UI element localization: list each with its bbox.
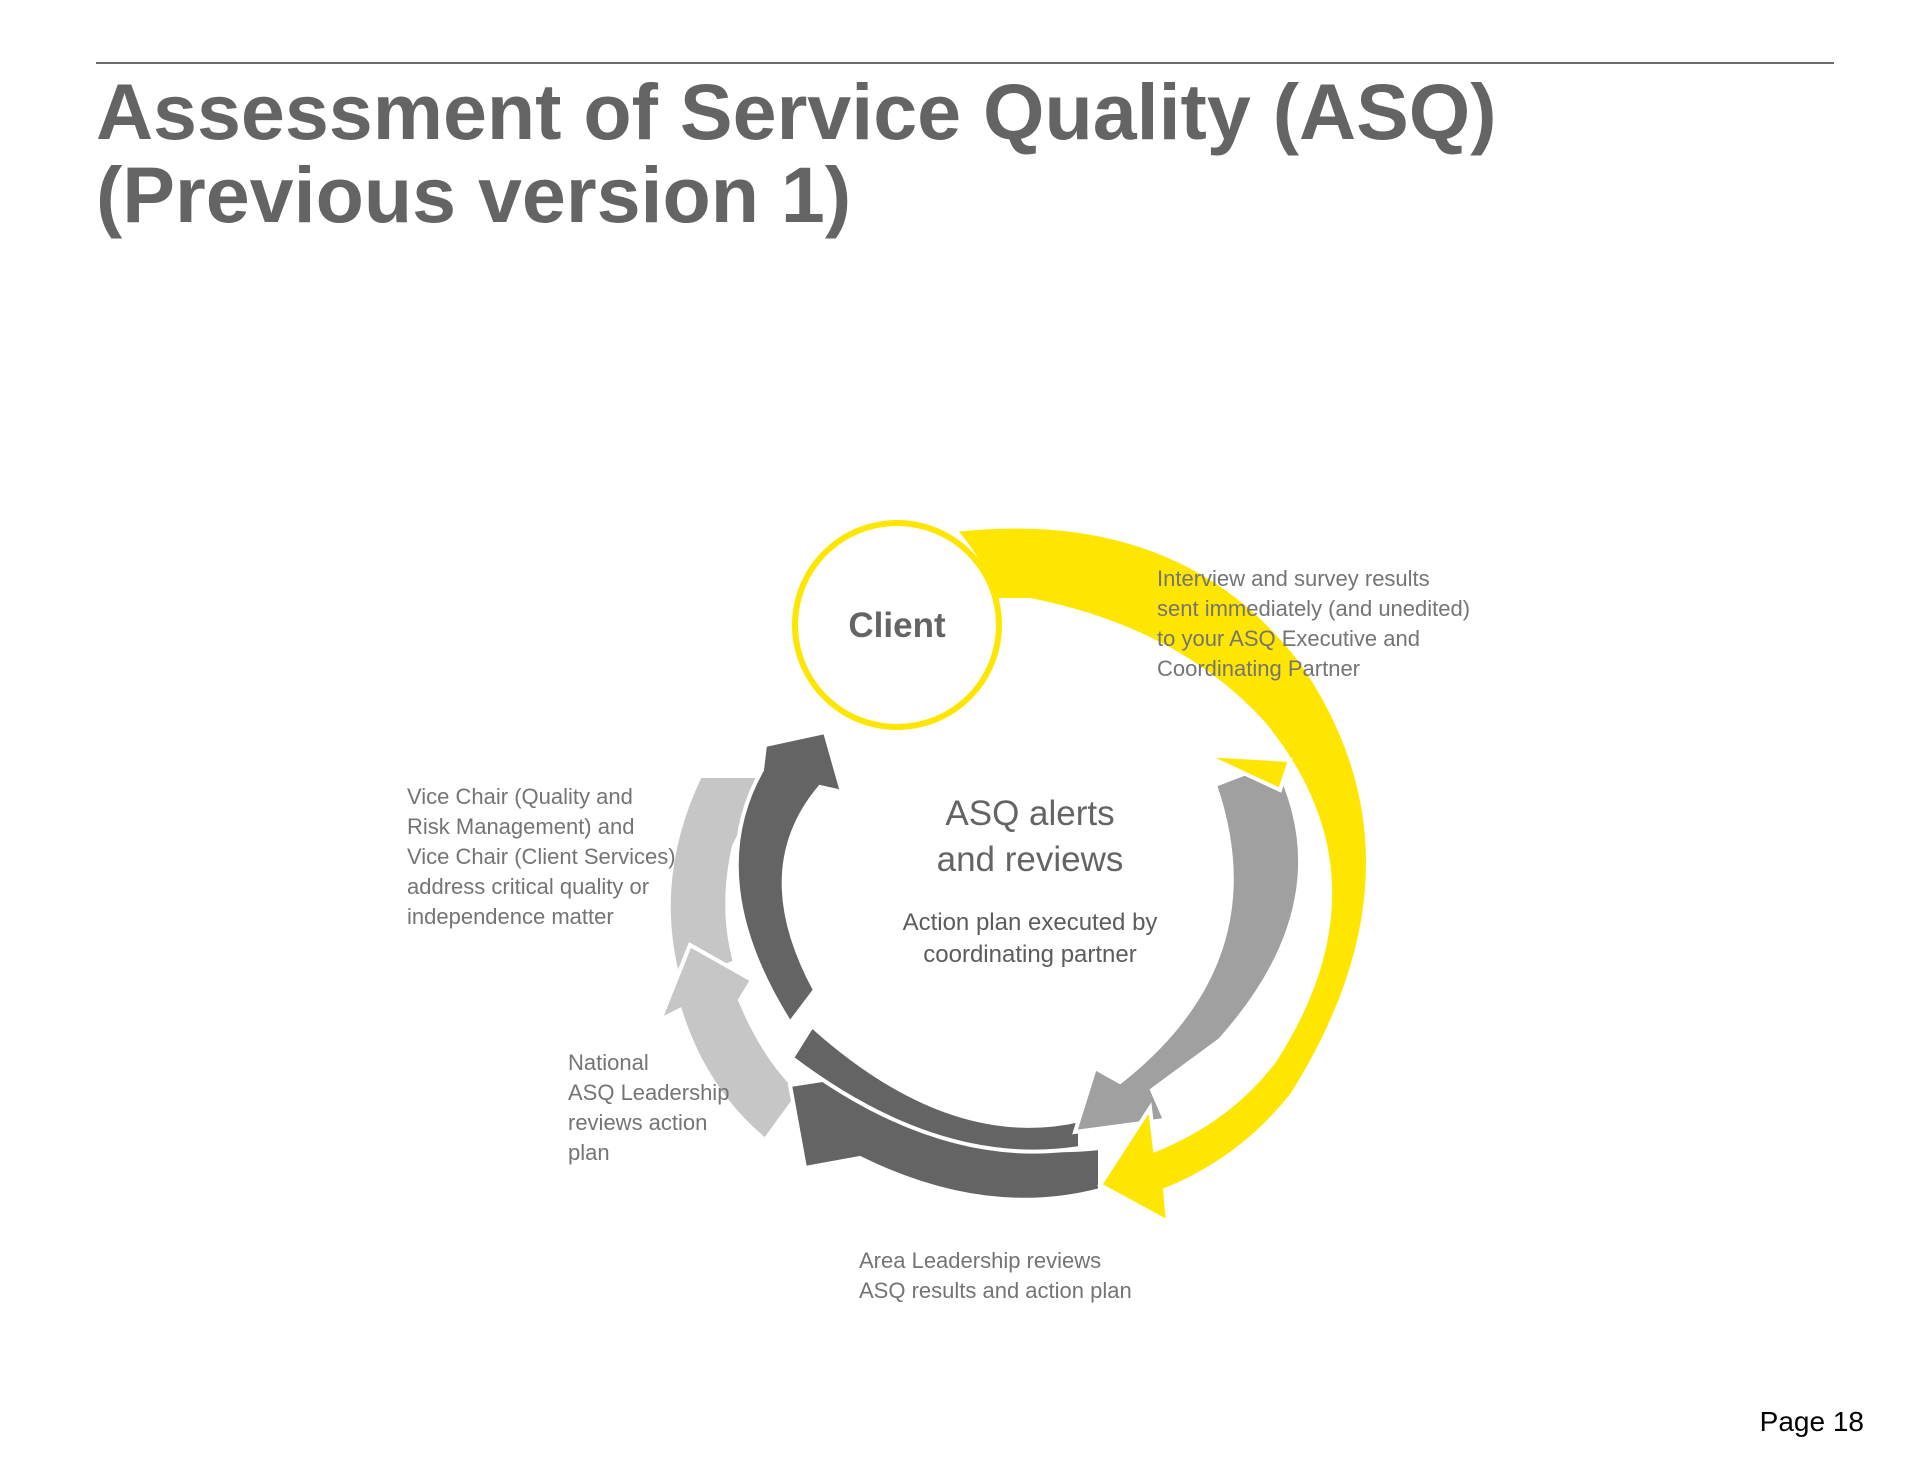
label-results-sent-line: Interview and survey results bbox=[1157, 566, 1430, 591]
label-vice-chair: Vice Chair (Quality and Risk Management)… bbox=[407, 784, 676, 929]
label-vice-chair-line: Risk Management) and bbox=[407, 814, 634, 839]
label-results-sent-line: sent immediately (and unedited) bbox=[1157, 596, 1470, 621]
label-vice-chair-line: Vice Chair (Client Services) bbox=[407, 844, 676, 869]
label-national-leadership-line: ASQ Leadership bbox=[568, 1080, 729, 1105]
top-rule bbox=[96, 62, 1834, 64]
client-label: Client bbox=[848, 606, 946, 645]
label-national-leadership-line: National bbox=[568, 1050, 649, 1075]
arrow-to-client bbox=[734, 729, 845, 1027]
label-area-leadership-line: ASQ results and action plan bbox=[859, 1278, 1132, 1303]
label-vice-chair-line: address critical quality or bbox=[407, 874, 649, 899]
title-line-2: (Previous version 1) bbox=[96, 150, 852, 239]
arrow-results-sent-head bbox=[1204, 753, 1293, 793]
center-subtitle-line-1: Action plan executed by bbox=[903, 909, 1158, 936]
center-title-line-1: ASQ alerts bbox=[945, 794, 1114, 833]
slide-title: Assessment of Service Quality (ASQ) (Pre… bbox=[96, 70, 1796, 236]
arrow-inner-return bbox=[789, 1022, 1082, 1154]
center-subtitle-line-2: coordinating partner bbox=[923, 941, 1136, 968]
label-results-sent-line: Coordinating Partner bbox=[1157, 656, 1360, 681]
label-national-leadership: National ASQ Leadership reviews action p… bbox=[568, 1050, 729, 1165]
label-area-leadership: Area Leadership reviews ASQ results and … bbox=[859, 1248, 1132, 1303]
page-number: Page 18 bbox=[1759, 1406, 1864, 1437]
client-circle bbox=[792, 520, 1002, 730]
label-national-leadership-line: plan bbox=[568, 1140, 610, 1165]
label-vice-chair-line: Vice Chair (Quality and bbox=[407, 784, 633, 809]
label-vice-chair-line: independence matter bbox=[407, 904, 614, 929]
label-area-leadership-line: Area Leadership reviews bbox=[859, 1248, 1101, 1273]
arrow-results-sent bbox=[951, 524, 1371, 1226]
title-line-1: Assessment of Service Quality (ASQ) bbox=[96, 67, 1497, 156]
label-national-leadership-line: reviews action bbox=[568, 1110, 707, 1135]
arrow-action-plan bbox=[1072, 759, 1302, 1135]
center-title-line-2: and reviews bbox=[937, 840, 1124, 879]
label-results-sent-line: to your ASQ Executive and bbox=[1157, 626, 1420, 651]
label-results-sent: Interview and survey results sent immedi… bbox=[1157, 566, 1470, 681]
arrow-national-leadership bbox=[656, 942, 803, 1143]
